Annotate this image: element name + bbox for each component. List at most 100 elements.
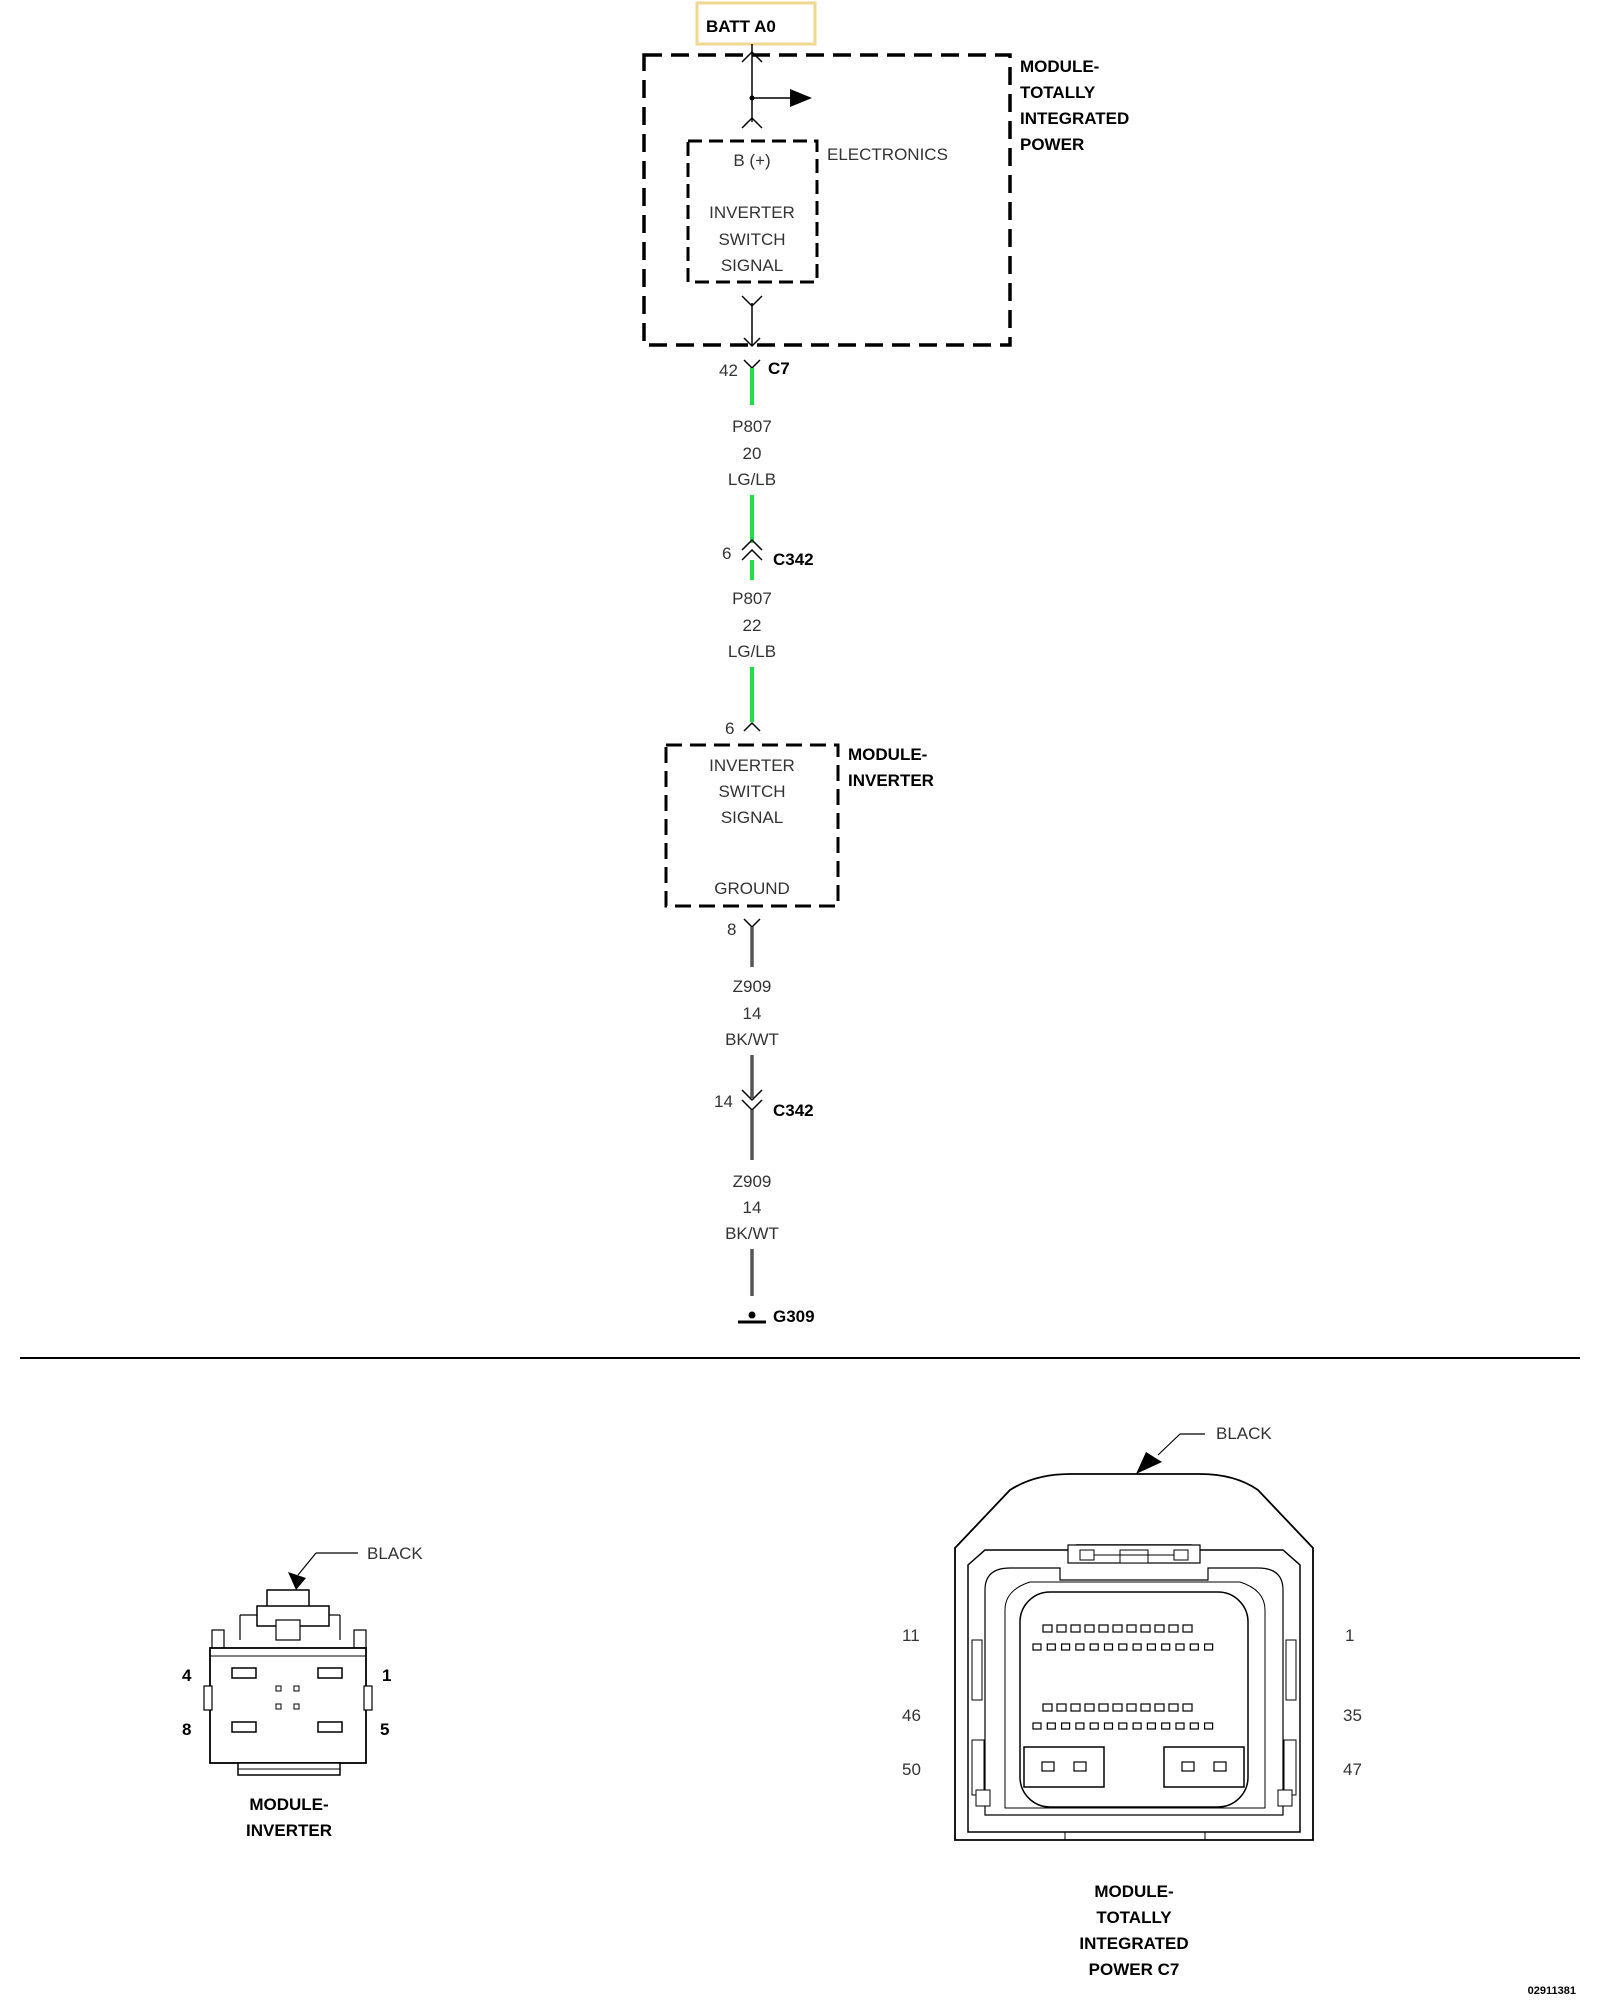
- tipm-connector-color: BLACK: [1216, 1424, 1272, 1443]
- terminal-cavity: [1132, 1722, 1142, 1730]
- terminal-cavity: [1146, 1643, 1157, 1651]
- terminal-cavity: [1098, 1703, 1109, 1712]
- terminal-cavity: [1070, 1624, 1081, 1633]
- tipm-connector-name-1: MODULE-: [1094, 1882, 1173, 1901]
- tipm-connector-name-2: TOTALLY: [1096, 1908, 1172, 1927]
- c342-2-connector-name: C342: [773, 1101, 814, 1120]
- terminal-cavity: [1154, 1703, 1165, 1712]
- svg-text:SIGNAL: SIGNAL: [721, 808, 783, 827]
- tipm-internal-signal: [741, 295, 763, 348]
- inverter-pin-bottom-left: 8: [182, 1720, 191, 1739]
- inverter-connector-name-1: MODULE-: [249, 1795, 328, 1814]
- batt-feed: [741, 44, 812, 129]
- batt-label-box: BATT A0: [695, 1, 817, 46]
- inverter-connector-color: BLACK: [367, 1544, 423, 1563]
- tipm-pin-right-3: 47: [1343, 1760, 1362, 1779]
- terminal-cavity: [1075, 1643, 1085, 1651]
- tipm-connector-name-4: POWER C7: [1089, 1960, 1180, 1979]
- inverter-pin-in-number: 6: [725, 719, 734, 738]
- svg-text:Z909: Z909: [733, 1172, 772, 1191]
- inverter-pin-bottom-right: 5: [380, 1720, 389, 1739]
- tipm-pin-right-2: 35: [1343, 1706, 1362, 1725]
- terminal-cavity: [1070, 1703, 1081, 1712]
- inverter-ground-label: GROUND: [714, 879, 790, 898]
- c342-2-pin-number: 14: [714, 1092, 733, 1111]
- terminal-cavity: [1168, 1703, 1179, 1712]
- terminal-cavity: [1118, 1722, 1128, 1730]
- terminal-cavity: [1112, 1703, 1123, 1712]
- tipm-pin-left-3: 50: [902, 1760, 921, 1779]
- svg-text:INVERTER: INVERTER: [709, 203, 795, 222]
- terminal-cavity: [1203, 1722, 1214, 1730]
- c7-connector-pin: 42 C7: [719, 359, 790, 380]
- inverter-connector-name-2: INVERTER: [246, 1821, 332, 1840]
- terminal-cavity: [1182, 1703, 1193, 1712]
- terminal-cavity: [1118, 1643, 1128, 1651]
- tipm-pin-right-1: 1: [1345, 1626, 1354, 1645]
- inverter-signal-label: INVERTER SWITCH SIGNAL: [709, 756, 795, 827]
- svg-text:22: 22: [743, 616, 762, 635]
- svg-text:SWITCH: SWITCH: [718, 230, 785, 249]
- svg-text:INVERTER: INVERTER: [848, 771, 934, 790]
- terminal-cavity: [1182, 1624, 1193, 1633]
- ground-label: G309: [773, 1307, 815, 1326]
- batt-label: BATT A0: [706, 17, 776, 36]
- b-plus-label: B (+): [733, 151, 770, 170]
- electronics-box: [686, 139, 819, 284]
- svg-text:14: 14: [743, 1198, 762, 1217]
- ground-icon: [748, 1311, 756, 1319]
- c342-1-pin-number: 6: [722, 544, 731, 563]
- terminal-cavity: [1140, 1703, 1151, 1712]
- tipm-signal-label: INVERTER SWITCH SIGNAL: [709, 203, 795, 275]
- tipm-connector-name-3: INTEGRATED: [1079, 1934, 1188, 1953]
- svg-text:INTEGRATED: INTEGRATED: [1020, 109, 1129, 128]
- document-number: 02911381: [1528, 1985, 1576, 1997]
- wire-z909-label-1: Z909 14 BK/WT: [725, 977, 779, 1049]
- terminal-cavity: [1042, 1703, 1053, 1712]
- tipm-pin-left-2: 46: [902, 1706, 921, 1725]
- svg-text:INVERTER: INVERTER: [709, 756, 795, 775]
- terminal-cavity: [1084, 1703, 1095, 1712]
- terminal-cavity: [1098, 1624, 1109, 1633]
- wire-p807-20-label: P807 20 LG/LB: [728, 417, 776, 489]
- svg-text:P807: P807: [732, 417, 772, 436]
- terminal-cavity: [1103, 1643, 1114, 1651]
- svg-text:TOTALLY: TOTALLY: [1020, 83, 1096, 102]
- output-arrow-icon: [790, 89, 812, 107]
- electronics-label: ELECTRONICS: [827, 145, 948, 164]
- svg-text:P807: P807: [732, 589, 772, 608]
- c342-connector-1: 6 C342: [722, 538, 814, 580]
- inverter-connector-view: BLACK 4 8 1 5 MOD: [182, 1544, 423, 1840]
- wire-z909-label-2: Z909 14 BK/WT: [725, 1172, 779, 1243]
- svg-text:LG/LB: LG/LB: [728, 642, 776, 661]
- pointer-arrow-icon: [288, 1572, 306, 1590]
- c342-1-connector-name: C342: [773, 550, 814, 569]
- terminal-cavity: [1126, 1703, 1137, 1712]
- terminal-cavity: [1112, 1624, 1123, 1633]
- terminal-cavity: [1161, 1643, 1171, 1651]
- terminal-cavity: [1042, 1624, 1053, 1633]
- terminal-cavity: [1161, 1722, 1171, 1730]
- svg-text:SIGNAL: SIGNAL: [721, 256, 783, 275]
- c342-connector-2: 14 C342: [714, 1089, 814, 1160]
- svg-text:POWER: POWER: [1020, 135, 1084, 154]
- terminal-cavity: [1089, 1643, 1099, 1651]
- svg-text:LG/LB: LG/LB: [728, 470, 776, 489]
- svg-text:BK/WT: BK/WT: [725, 1224, 779, 1243]
- terminal-cavity: [1032, 1722, 1042, 1730]
- terminal-cavity: [1168, 1624, 1179, 1633]
- terminal-cavity: [1175, 1643, 1185, 1651]
- terminal-cavity: [1046, 1643, 1056, 1651]
- terminal-cavity: [1056, 1624, 1067, 1633]
- tipm-terminal-grid: [1032, 1624, 1214, 1730]
- svg-text:20: 20: [743, 444, 762, 463]
- svg-text:14: 14: [743, 1004, 762, 1023]
- svg-text:MODULE-: MODULE-: [1020, 57, 1099, 76]
- terminal-cavity: [1132, 1643, 1142, 1651]
- tipm-pin-left-1: 11: [902, 1626, 920, 1645]
- tipm-module-box: [642, 53, 1012, 347]
- terminal-cavity: [1075, 1722, 1085, 1730]
- terminal-cavity: [1189, 1722, 1199, 1730]
- inverter-pin-top-left: 4: [182, 1666, 192, 1685]
